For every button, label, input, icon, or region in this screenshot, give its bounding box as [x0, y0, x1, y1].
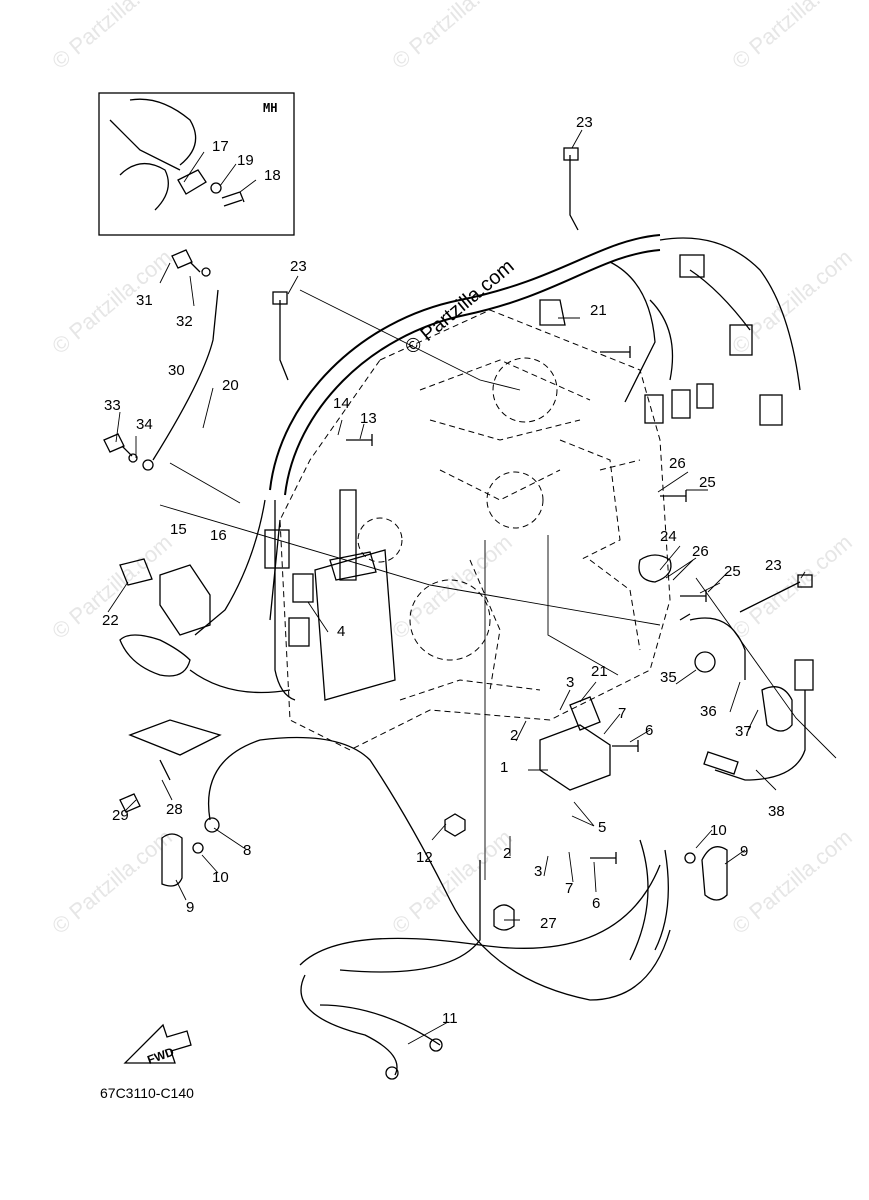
callout-label: 13 — [360, 410, 377, 427]
callout-label: 25 — [699, 474, 716, 491]
callout-label: 9 — [740, 843, 748, 860]
callout-label: 35 — [660, 669, 677, 686]
watermark: © Partzilla.com — [387, 529, 517, 643]
watermark-center: © Partzilla.com — [401, 255, 518, 358]
callout-label: 31 — [136, 292, 153, 309]
callout-label: 6 — [592, 895, 600, 912]
callout-label: 3 — [534, 863, 542, 880]
callout-labels: 1 2 2 3 3 4 5 6 6 7 7 8 9 9 10 10 11 12 … — [102, 114, 785, 1027]
callout-label: 37 — [735, 723, 752, 740]
callout-label: 19 — [237, 152, 254, 169]
watermark: © Partzilla.com — [387, 824, 517, 938]
starter-motor — [314, 489, 396, 701]
callout-label: 22 — [102, 612, 119, 629]
watermark: © Partzilla.com — [47, 824, 177, 938]
callout-label: 24 — [660, 528, 677, 545]
callout-label: 18 — [264, 167, 281, 184]
callout-label: 36 — [700, 703, 717, 720]
callout-label: 27 — [540, 915, 557, 932]
callout-label: 23 — [290, 258, 307, 275]
callout-label: 11 — [442, 1010, 458, 1027]
callout-label: 34 — [136, 416, 153, 433]
wire-harness — [194, 234, 801, 701]
engine-block — [279, 309, 671, 751]
callout-label: 16 — [210, 527, 227, 544]
callout-label: 33 — [104, 397, 121, 414]
callout-label: 5 — [598, 819, 606, 836]
inset-label: MH — [263, 101, 277, 115]
callout-label: 4 — [337, 623, 345, 640]
callout-label: 38 — [768, 803, 785, 820]
callout-label: 3 — [566, 674, 574, 691]
callout-label: 2 — [503, 845, 511, 862]
callout-label: 10 — [710, 822, 727, 839]
callout-label: 28 — [166, 801, 183, 818]
callout-label: 23 — [765, 557, 782, 574]
callout-label: 26 — [692, 543, 709, 560]
callout-label: 32 — [176, 313, 193, 330]
misc-parts — [103, 147, 814, 1080]
callout-label: 12 — [416, 849, 433, 866]
diagram-code: 67C3110-C140 — [100, 1085, 194, 1101]
callout-label: 20 — [222, 377, 239, 394]
callout-label: 7 — [565, 880, 573, 897]
callout-label: 23 — [576, 114, 593, 131]
fwd-arrow: FWD — [123, 1023, 192, 1067]
watermark: © Partzilla.com — [47, 0, 177, 74]
callout-label: 6 — [645, 722, 653, 739]
callout-label: 21 — [590, 302, 607, 319]
callout-label: 26 — [669, 455, 686, 472]
callout-label: 7 — [618, 705, 626, 722]
callout-label: 8 — [243, 842, 251, 859]
callout-label: 1 — [500, 759, 508, 776]
watermark: © Partzilla.com — [47, 244, 177, 358]
watermark-layer: © Partzilla.com © Partzilla.com © Partzi… — [47, 0, 857, 939]
callout-label: 30 — [168, 362, 185, 379]
callout-label: 15 — [170, 521, 187, 538]
leader-lines — [107, 129, 837, 1045]
callout-label: 25 — [724, 563, 741, 580]
callout-label: 17 — [212, 138, 229, 155]
callout-label: 2 — [510, 727, 518, 744]
watermark: © Partzilla.com — [727, 824, 857, 938]
watermark: © Partzilla.com — [387, 0, 517, 74]
callout-label: 10 — [212, 869, 229, 886]
callout-label: 21 — [591, 663, 608, 680]
watermark: © Partzilla.com — [727, 244, 857, 358]
callout-label: 14 — [333, 395, 350, 412]
callout-label: 9 — [186, 899, 194, 916]
callout-label: 29 — [112, 807, 129, 824]
watermark: © Partzilla.com — [727, 0, 857, 74]
inset-mh: MH — [98, 92, 295, 236]
